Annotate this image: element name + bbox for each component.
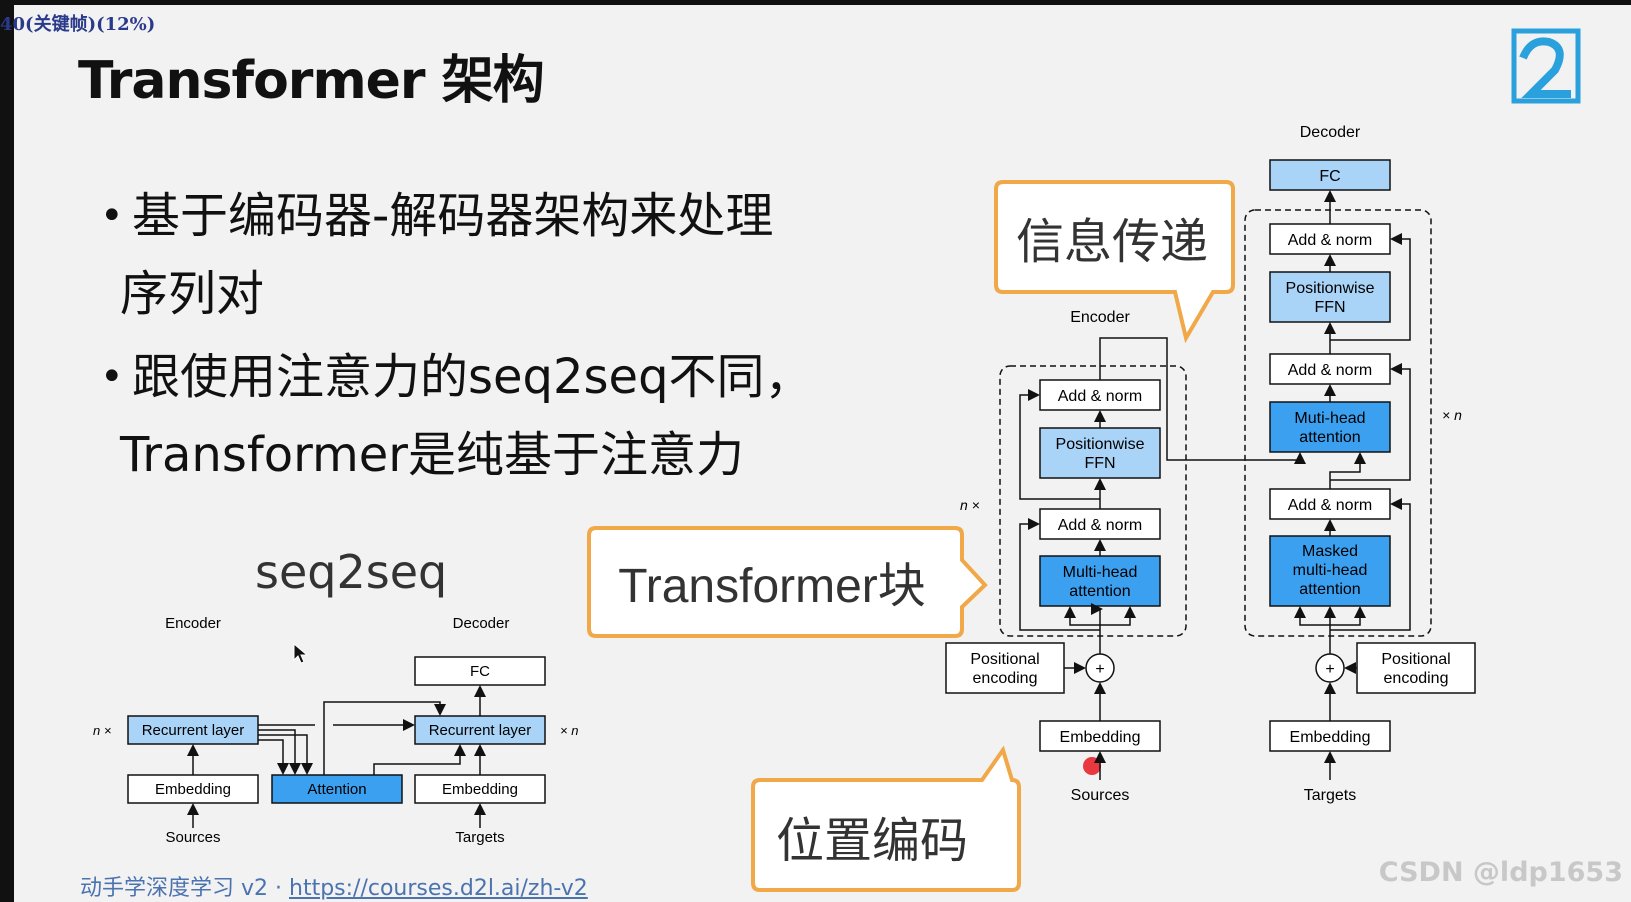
frame-label: 40(关键帧)(12%) (0, 14, 156, 35)
s2s-xn: × n (560, 723, 578, 738)
tf-enc-add-norm-top: Add & norm (1058, 388, 1142, 405)
s2s-sources: Sources (165, 829, 220, 846)
tf-enc-mha-2: attention (1069, 583, 1130, 600)
tf-dec-ffn-2: FFN (1314, 299, 1345, 316)
tf-dec-ffn-1: Positionwise (1286, 280, 1375, 297)
bullet-1-line2: 序列对 (120, 266, 265, 322)
callout-pos-encoding: 位置编码 (776, 815, 968, 868)
transformer-diagram: Decoder Encoder FC Add & norm Positionwi… (945, 124, 1476, 804)
tf-pos-enc-left-1: Positional (970, 651, 1039, 668)
tf-pos-enc-right-box (1356, 642, 1476, 694)
tf-decoder-block (1244, 209, 1432, 637)
bullet-1: • 基于编码器-解码器架构来处理 序列对 (100, 177, 774, 333)
tf-pos-enc-right-2: encoding (1384, 670, 1449, 687)
tf-embedding-enc-box (1039, 720, 1161, 752)
tf-dec-masked-2: multi-head (1293, 562, 1368, 579)
s2s-attention-box (271, 774, 403, 804)
tf-dec-add-norm-bot-box (1269, 488, 1391, 520)
callout-info-pass: 信息传递 (1016, 216, 1208, 269)
callout-pos-encoding-bubble (751, 745, 1021, 892)
tf-enc-ffn-box (1039, 427, 1161, 479)
s2s-encoder-label: Encoder (165, 615, 221, 632)
tf-encoder-block (999, 365, 1187, 637)
tf-dec-mha-box (1269, 401, 1391, 453)
tf-enc-mha-box (1039, 555, 1161, 607)
bullet-2-line1: 跟使用注意力的seq2seq不同， (132, 349, 813, 405)
footer-text: 动手学深度学习 v2 · (80, 876, 289, 901)
tf-enc-ffn-1: Positionwise (1056, 436, 1145, 453)
s2s-fc: FC (470, 663, 490, 680)
bullet-2-line2: Transformer是纯基于注意力 (120, 427, 745, 483)
bullet-dot: • (100, 193, 124, 239)
callout-transformer-block: Transformer块 (618, 560, 926, 613)
tf-encoder-label: Encoder (1070, 309, 1130, 326)
tf-pos-enc-left-box (945, 642, 1065, 694)
tf-embedding-dec-box (1269, 720, 1391, 752)
bullet-2: • 跟使用注意力的seq2seq不同， Transformer是纯基于注意力 (100, 338, 813, 494)
s2s-recurrent-enc: Recurrent layer (142, 722, 245, 739)
slide-title: Transformer 架构 (78, 51, 545, 111)
s2s-decoder-label: Decoder (453, 615, 510, 632)
tf-targets: Targets (1304, 787, 1356, 804)
tf-dec-ffn-box (1269, 271, 1391, 323)
s2s-recurrent-dec: Recurrent layer (429, 722, 532, 739)
bullet-dot: • (100, 354, 124, 400)
tf-fc: FC (1319, 168, 1340, 185)
tf-nx: n × (960, 497, 980, 513)
tf-dec-mha-2: attention (1299, 429, 1360, 446)
s2s-embedding-dec: Embedding (442, 781, 518, 798)
tf-dec-mha-1: Muti-head (1294, 410, 1365, 427)
tf-dec-add-norm-top: Add & norm (1288, 232, 1372, 249)
tf-enc-ffn-2: FFN (1084, 455, 1115, 472)
tf-pos-enc-right-1: Positional (1381, 651, 1450, 668)
seq2seq-label: seq2seq (255, 545, 448, 599)
callout-info-pass-bubble (994, 180, 1235, 344)
watermark: CSDN @ldp1653 (1378, 857, 1623, 888)
left-border (0, 0, 14, 902)
d2l-logo-icon (1511, 28, 1581, 104)
tf-enc-add-norm-bot: Add & norm (1058, 517, 1142, 534)
tf-dec-masked-3: attention (1299, 581, 1360, 598)
s2s-targets: Targets (455, 829, 504, 846)
s2s-embedding-enc: Embedding (155, 781, 231, 798)
s2s-embedding-enc-box (127, 774, 259, 804)
seq2seq-diagram: Encoder Decoder FC Recurrent layer Recur… (93, 615, 578, 846)
tf-enc-add-norm-top-box (1039, 379, 1161, 411)
tf-plus-dec: + (1325, 661, 1334, 678)
mouse-cursor-icon (293, 643, 309, 664)
tf-embedding-enc: Embedding (1060, 729, 1141, 746)
callout-transformer-block-bubble (587, 526, 988, 638)
s2s-attention: Attention (307, 781, 366, 798)
tf-dec-masked-1: Masked (1302, 543, 1358, 560)
bullet-1-line1: 基于编码器-解码器架构来处理 (132, 188, 774, 244)
footer-link[interactable]: https://courses.d2l.ai/zh-v2 (289, 876, 588, 901)
top-border (0, 0, 1631, 5)
tf-plus-enc: + (1095, 661, 1104, 678)
tf-sources: Sources (1071, 787, 1130, 804)
footer: 动手学深度学习 v2 · https://courses.d2l.ai/zh-v… (80, 870, 588, 902)
tf-decoder-label: Decoder (1300, 124, 1361, 141)
tf-dec-add-norm-mid: Add & norm (1288, 362, 1372, 379)
tf-dec-add-norm-bot: Add & norm (1288, 497, 1372, 514)
s2s-nx: n × (93, 723, 111, 738)
tf-fc-box (1269, 159, 1391, 191)
tf-embedding-dec: Embedding (1290, 729, 1371, 746)
tf-pos-enc-left-2: encoding (973, 670, 1038, 687)
tf-xn: × n (1442, 407, 1462, 423)
tf-enc-mha-1: Multi-head (1063, 564, 1138, 581)
